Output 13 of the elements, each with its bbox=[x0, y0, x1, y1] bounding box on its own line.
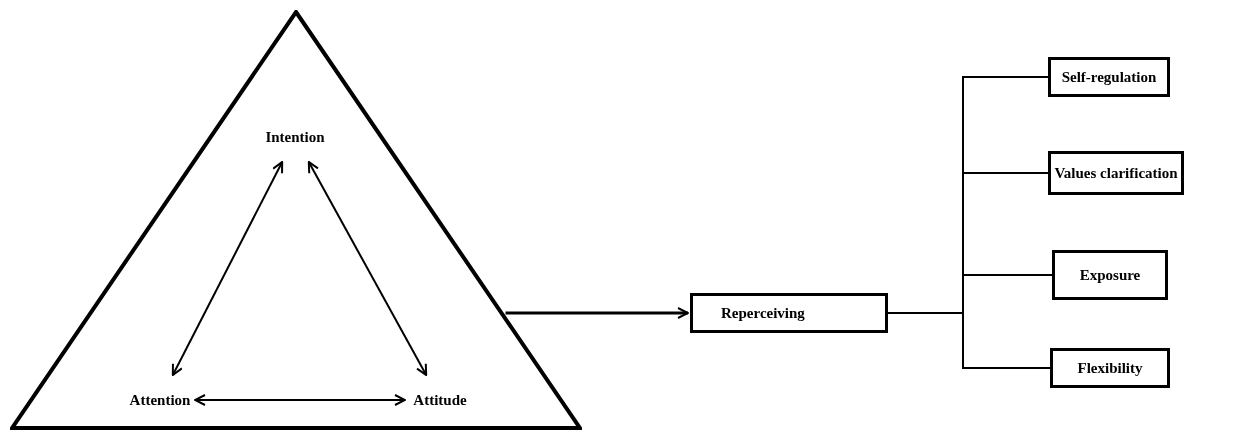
process-box: Exposure bbox=[1052, 250, 1168, 300]
arrow bbox=[171, 161, 284, 376]
process-box: Values clarification bbox=[1048, 151, 1184, 195]
process-box: Reperceiving bbox=[690, 293, 888, 333]
node-label: Attitude bbox=[413, 390, 467, 410]
node-label: Intention bbox=[265, 127, 325, 147]
process-box: Self-regulation bbox=[1048, 57, 1170, 97]
arrow bbox=[194, 394, 406, 406]
process-box: Flexibility bbox=[1050, 348, 1170, 388]
connector-line bbox=[887, 312, 1051, 369]
arrow bbox=[505, 307, 689, 319]
node-label: Attention bbox=[129, 390, 191, 410]
arrow bbox=[307, 161, 428, 376]
